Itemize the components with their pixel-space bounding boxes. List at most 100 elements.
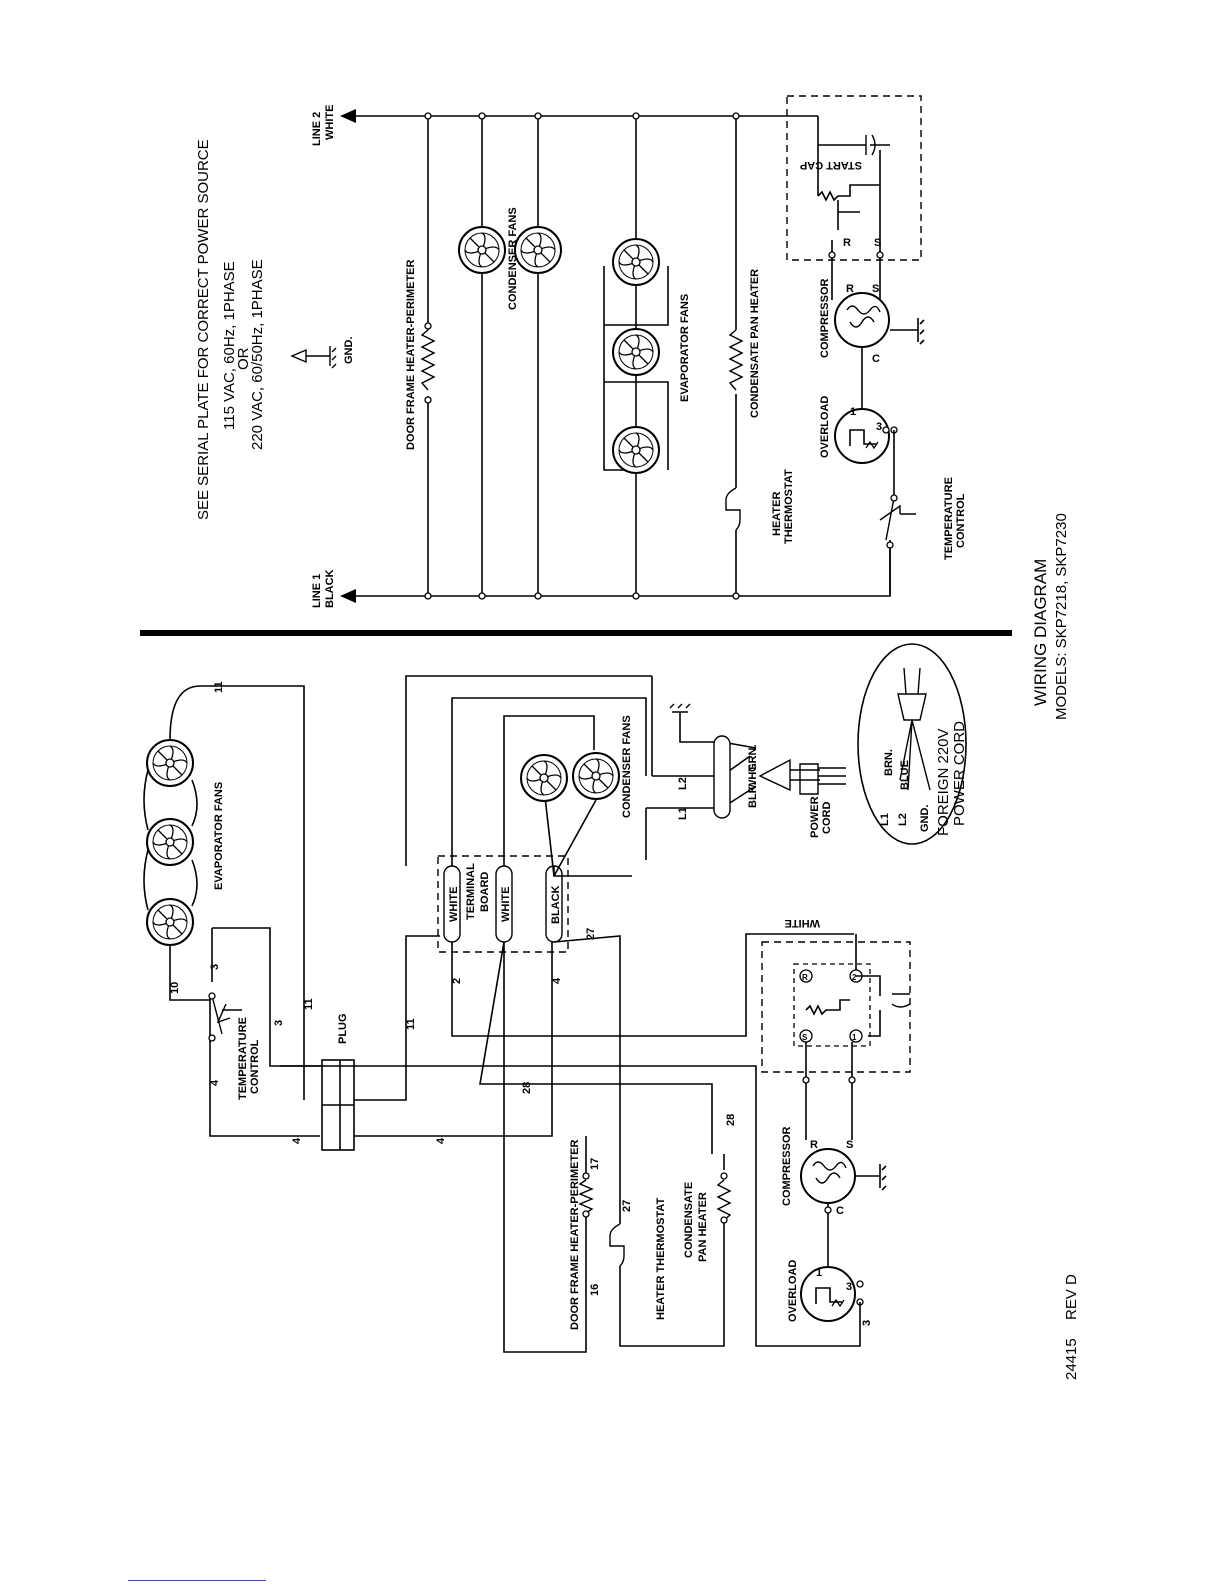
relay-2-terminal: 2 [852,973,857,982]
wiring-compressor-label: COMPRESSOR [781,1126,793,1206]
wire-2: 2 [451,978,463,984]
condenser-fans-branch: CONDENSER FANS [458,116,562,596]
wiring-condensate-label-2: PAN HEATER [697,1192,709,1262]
cord-l1-label: L1 [677,807,689,820]
cord-ground-icon [669,703,691,713]
wiring-overload-label: OVERLOAD [787,1260,799,1322]
wiring-compressor-c: C [836,1205,844,1217]
diagram-title: WIRING DIAGRAM [1031,559,1050,706]
footer-link-underline[interactable] [128,1580,266,1581]
title-block: WIRING DIAGRAM MODELS: SKP7218, SKP7230 … [1031,513,1080,1380]
overload-1-label: 1 [850,406,856,418]
terminal-white-2: WHITE [500,887,512,922]
wire-16: 16 [589,1284,601,1296]
plug-label: PLUG [337,1013,349,1044]
condensate-heater-branch: CONDENSATE PAN HEATER HEATER THERMOSTAT [725,116,795,596]
wire-10: 10 [169,982,181,994]
temperature-control-icon [879,497,916,541]
wiring-start-relay: R 2 S 1 WHITE [761,917,911,1140]
wiring-condensate-label: CONDENSATE [683,1182,695,1258]
condenser-fans-label: CONDENSER FANS [507,207,519,310]
foreign-gnd-label: GND. [919,805,931,833]
wiring-temp-control-label: TEMPERATURE [237,1017,249,1100]
schematic-compressor: R S C COMPRESSOR [819,278,925,408]
foreign-l1-label: L1 [879,813,891,826]
wire-28-mid: 28 [521,1082,533,1094]
wiring-compressor-r: R [810,1139,818,1151]
foreign-title-2: POWER CORD [951,721,968,826]
line1-label: LINE 1 [311,574,323,608]
start-cap-label: START CAP [800,159,862,171]
foreign-plug-icon [897,667,931,791]
wiring-condenser-fans: CONDENSER FANS [520,715,633,818]
wiring-heater-thermostat-icon [609,1223,625,1267]
cord-l2-label: L2 [677,777,689,790]
heater-thermostat-label: HEATER [771,492,783,536]
wire-27-board: 27 [585,928,597,940]
evaporator-fan-icon-3 [612,426,660,474]
power-note-line4: 220 VAC, 60/50Hz, 1PHASE [249,259,266,450]
temp-control-label: TEMPERATURE [943,477,955,560]
relay-s-terminal: S [802,1033,808,1042]
wire-28-right: 28 [725,1114,737,1126]
heater-thermostat-icon [725,487,741,531]
power-source-note: SEE SERIAL PLATE FOR CORRECT POWER SOURC… [195,139,266,520]
wiring-heater-thermostat-label: HEATER THERMOSTAT [655,1198,667,1320]
evaporator-fan-icon-b [146,818,194,866]
wire-27-heater: 27 [621,1200,633,1212]
wiring-evaporator-label: EVAPORATOR FANS [213,782,225,890]
overload-icon [834,408,890,464]
wiring-condenser-label: CONDENSER FANS [621,715,633,818]
cord-grn-label: GRN. [747,745,759,773]
wire-3-upper: 3 [209,964,221,970]
wiring-heaters: DOOR FRAME HEATER-PERIMETER 16 17 27 HEA… [503,942,732,1353]
schematic-overload: 1 3 OVERLOAD TEMPERATURE CONTROL [819,396,967,596]
wire-4-plug-left: 4 [291,1137,303,1144]
temp-control-label-2: CONTROL [955,493,967,548]
wiring-overload-3: 3 [846,1281,852,1293]
foreign-title: FOREIGN 220V [935,728,952,836]
wire-4-board: 4 [551,977,563,984]
ground-label: GND. [343,337,355,365]
line1-arrow [340,589,356,603]
wiring-compressor: R S C COMPRESSOR [781,1126,887,1266]
door-heater-branch: DOOR FRAME HEATER-PERIMETER [405,116,436,596]
schematic-diagram: SEE SERIAL PLATE FOR CORRECT POWER SOURC… [195,95,967,608]
condenser-fan-icon-1 [458,226,506,274]
condenser-fan-icon-2 [514,226,562,274]
terminal-black: BLACK [550,885,562,924]
start-relay-box: START CAP R S [786,95,922,300]
power-cord: GRN. WHT. BLK. L2 L1 POWER CORD [646,703,846,838]
wiring-temp-control-label-2: CONTROL [249,1039,261,1094]
relay-r-terminal: R [802,973,808,982]
wiring-compressor-s: S [846,1139,853,1151]
heater-thermostat-label-2: THERMOSTAT [783,469,795,544]
wire-3-mid: 3 [273,1020,285,1026]
condenser-fan-icon-a [520,754,568,802]
evaporator-fan-icon-a [146,739,194,787]
line2-arrow [340,109,356,123]
power-cord-label: POWER [809,796,821,838]
cord-wht-label: WHT. [747,763,759,790]
doc-number: 24415 [1063,1338,1080,1380]
terminal-board-label: TERMINAL [465,863,477,920]
wire-3-overload: 3 [861,1320,873,1326]
power-note-line3: OR [235,347,252,370]
evaporator-fan-icon-c [146,898,194,946]
power-cord-label-2: CORD [821,802,833,834]
line1-color-label: BLACK [324,569,336,608]
wiring-door-heater-label: DOOR FRAME HEATER-PERIMETER [569,1139,581,1330]
models-label: MODELS: SKP7218, SKP7230 [1053,513,1070,720]
wire-11-left: 11 [303,998,315,1010]
wiring-overload-icon [800,1266,856,1322]
compressor-s-label: S [872,283,879,295]
wiring-evaporator-fans: EVAPORATOR FANS 11 10 11 [143,681,315,1100]
terminal-board: WHITE WHITE BLACK TERMINAL BOARD 2 4 27 … [405,675,854,1200]
foreign-blue-label: BLUE [899,760,911,790]
evaporator-fans-branch: EVAPORATOR FANS [603,116,691,596]
wire-17: 17 [589,1158,601,1170]
relay-s-label: S [874,237,881,249]
condenser-fan-icon-b [572,752,620,800]
power-note-line2: 115 VAC, 60Hz, 1PHASE [221,261,238,430]
